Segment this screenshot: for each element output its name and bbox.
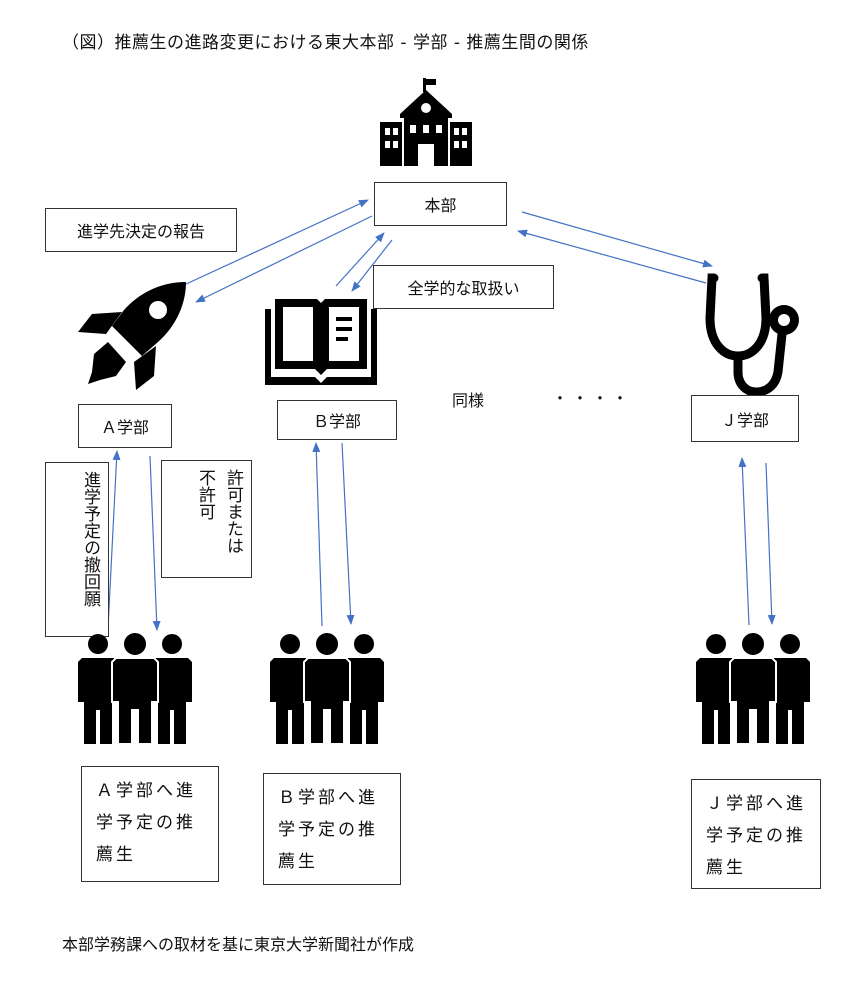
a-faculty-node: Ａ学部 [78,404,172,448]
report-label-box: 進学先決定の報告 [45,208,237,252]
arrow-book-to-honbu [335,232,385,287]
report-label: 進学先決定の報告 [76,222,205,241]
permit-decision-label: 許可または不許可 [161,460,252,578]
withdraw-request-label: 進学予定の撤回願 [45,462,109,637]
arrow-a-faculty-down [149,455,161,631]
arrow-a-students-up [107,450,121,629]
arrow-b-faculty-down [341,442,355,625]
school-building-icon [380,78,472,166]
arrow-j-students-up [738,457,750,626]
people-group-icon [270,632,384,744]
open-book-icon [265,299,377,385]
a-students-label: Ａ学部へ進学予定の推薦生 [81,766,219,882]
arrow-b-students-up [312,442,323,627]
j-students-label: Ｊ学部へ進学予定の推薦生 [691,779,821,889]
honbu-label: 本部 [424,196,457,215]
source-caption: 本部学務課への取材を基に東京大学新聞社が作成 [62,935,415,954]
diagram-title: （図）推薦生の進路変更における東大本部 - 学部 - 推薦生間の関係 [62,33,589,53]
arrow-honbu-to-steth [521,211,713,268]
same-label: 同様 [452,391,485,410]
a-faculty-label: Ａ学部 [100,418,149,437]
ellipsis-dots: ・・・・ [552,389,633,408]
honbu-node: 本部 [374,182,507,226]
arrow-j-faculty-down [765,462,776,625]
b-faculty-label: Ｂ学部 [312,412,361,431]
uniform-handling-label-box: 全学的な取扱い [373,265,554,309]
people-group-icon [696,632,810,744]
stethoscope-icon [705,273,799,397]
rocket-icon [78,282,186,390]
uniform-handling-label: 全学的な取扱い [407,279,520,298]
arrow-honbu-to-book [351,239,393,292]
arrow-rocket-to-honbu [157,199,369,298]
b-students-label: Ｂ学部へ進学予定の推薦生 [263,773,401,885]
arrow-honbu-to-rocket [195,215,373,303]
j-faculty-label: Ｊ学部 [720,410,769,430]
b-faculty-node: Ｂ学部 [277,400,397,440]
j-faculty-node: Ｊ学部 [691,395,799,442]
people-group-icon [78,632,192,744]
arrow-steth-to-honbu [517,229,707,284]
